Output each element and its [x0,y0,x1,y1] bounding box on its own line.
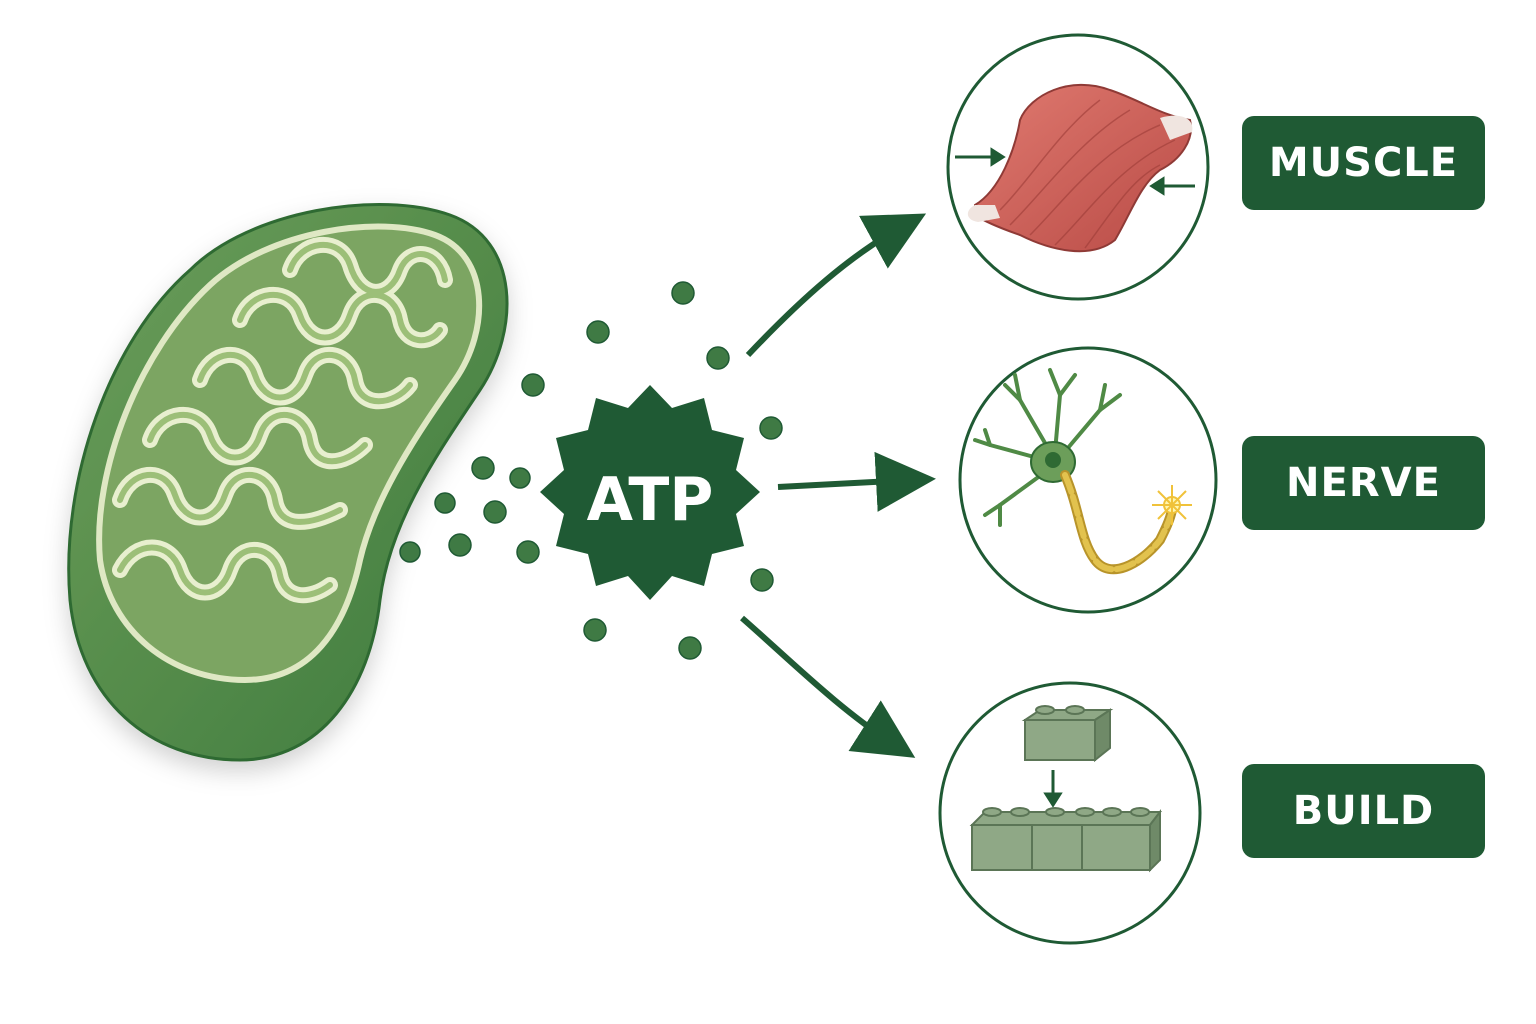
build-label: BUILD [1242,764,1485,858]
atp-label: ATP [586,465,714,535]
atp-particle [483,500,507,524]
contraction-arrows [955,147,1195,196]
atp-particle [471,456,495,480]
atp-particle [750,568,774,592]
nerve-circle-frame [958,346,1218,614]
muscle-label: MUSCLE [1242,116,1485,210]
arrow-to-nerve [777,451,936,512]
atp-particle [516,540,540,564]
build-panel [938,681,1202,945]
block-placement-arrow [1043,770,1063,808]
nerve-panel [958,346,1218,614]
mitochondrion-cristae-inner [117,241,448,599]
energy-arrows [740,213,936,758]
atp-particles [399,281,783,660]
atp-particle [521,373,545,397]
arrow-to-build [740,615,916,758]
mitochondrion-illustration [67,202,509,762]
atp-particle [583,618,607,642]
atp-particle [671,281,695,305]
building-blocks-icon [969,705,1163,873]
atp-starburst [540,385,760,600]
atp-particle [448,533,472,557]
atp-particle [399,541,421,563]
muscle-icon [967,83,1193,253]
muscle-panel [946,33,1210,301]
atp-particle [759,416,783,440]
nerve-label: NERVE [1242,436,1485,530]
atp-particle [678,636,702,660]
atp-particle [434,492,456,514]
atp-particle [586,320,610,344]
neuron-icon [973,368,1192,575]
atp-particle [706,346,730,370]
atp-particle [509,467,531,489]
signal-spark-icon [1152,485,1192,525]
mitochondrion-inner-cavity [96,223,483,684]
arrow-to-muscle [745,213,927,358]
